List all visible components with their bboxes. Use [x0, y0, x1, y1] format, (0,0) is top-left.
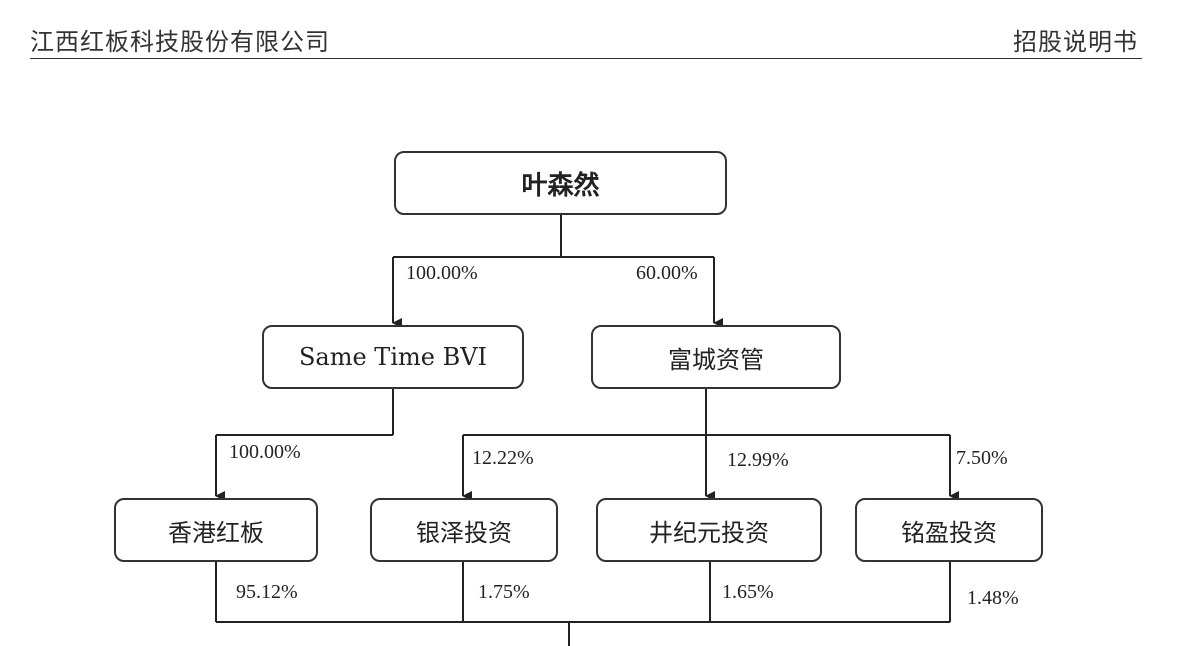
document-type: 招股说明书: [1013, 28, 1138, 56]
pct-sametime-to-hk: 100.00%: [229, 441, 301, 463]
pct-ye-to-sametime: 100.00%: [406, 262, 478, 284]
node-jingjiyuan: 井纪元投资: [596, 498, 822, 562]
header-rule: [30, 58, 1142, 59]
pct-yinze-to-issuer: 1.75%: [478, 581, 530, 603]
node-yinze: 银泽投资: [370, 498, 558, 562]
pct-fucheng-to-mingying: 7.50%: [956, 447, 1008, 469]
pct-ye-to-fucheng: 60.00%: [636, 262, 698, 284]
node-hk-hongban: 香港红板: [114, 498, 318, 562]
pct-mingying-to-issuer: 1.48%: [967, 587, 1019, 609]
node-same-time-bvi: Same Time BVI: [262, 325, 524, 389]
pct-jingjiyuan-to-issuer: 1.65%: [722, 581, 774, 603]
company-name: 江西红板科技股份有限公司: [30, 28, 330, 56]
pct-hk-to-issuer: 95.12%: [236, 581, 298, 603]
pct-fucheng-to-yinze: 12.22%: [472, 447, 534, 469]
node-mingying: 铭盈投资: [855, 498, 1043, 562]
pct-fucheng-to-jingjiyuan: 12.99%: [727, 449, 789, 471]
node-ye-senran: 叶森然: [394, 151, 727, 215]
node-fucheng: 富城资管: [591, 325, 841, 389]
